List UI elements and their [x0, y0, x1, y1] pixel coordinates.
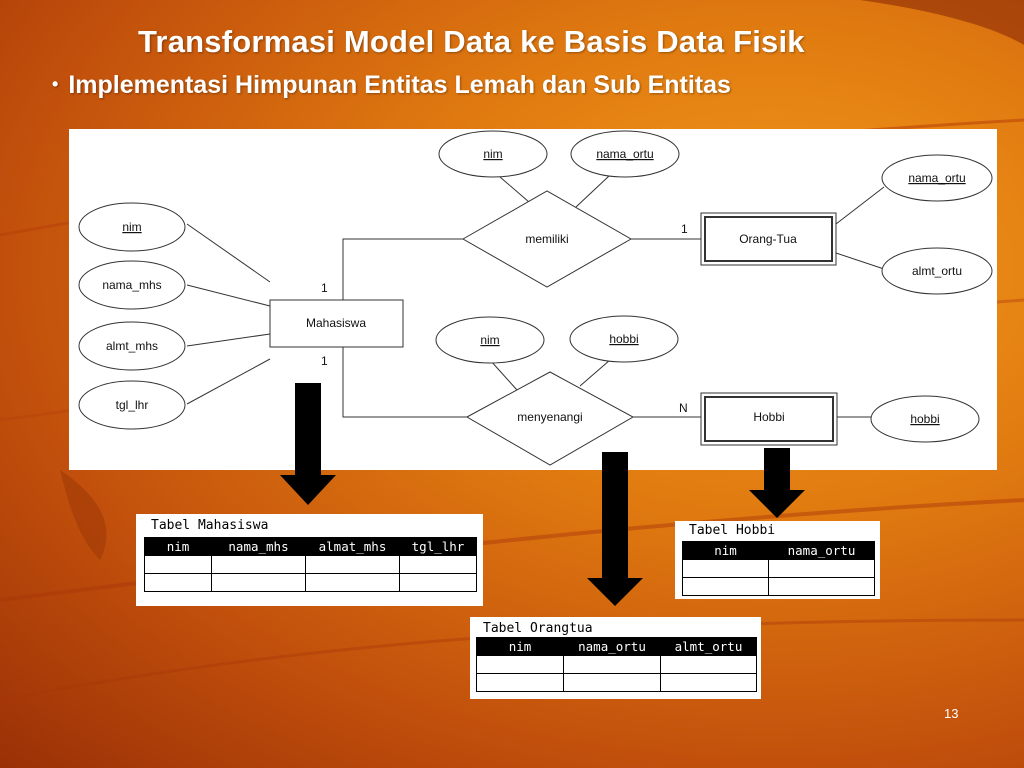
svg-text:Mahasiswa: Mahasiswa [306, 316, 366, 330]
column-header: nim [682, 541, 769, 560]
cardinality-memiliki-orangtua: 1 [681, 222, 688, 236]
entity-mahasiswa: Mahasiswa [269, 299, 404, 348]
attr-nim-mahasiswa: nim [78, 202, 186, 252]
table-orangtua: Tabel Orangtua nim nama_ortu almt_ortu [470, 617, 761, 699]
svg-text:nama_ortu: nama_ortu [908, 171, 965, 185]
cardinality-menyenangi-hobbi: N [679, 401, 688, 415]
svg-text:almt_ortu: almt_ortu [912, 264, 962, 278]
down-arrow-icon [587, 452, 643, 606]
column-header: almat_mhs [305, 537, 400, 556]
attr-hobbi-menyenangi: hobbi [569, 315, 679, 363]
column-header: nama_ortu [563, 637, 661, 656]
svg-text:tgl_lhr: tgl_lhr [116, 398, 149, 412]
svg-text:memiliki: memiliki [525, 232, 568, 246]
table-row [682, 577, 875, 596]
attr-tgl-lhr: tgl_lhr [78, 380, 186, 430]
table-hobbi-title: Tabel Hobbi [689, 523, 776, 538]
table-orangtua-title: Tabel Orangtua [483, 621, 593, 636]
table-row [144, 573, 477, 592]
attr-hobbi-hobbi: hobbi [870, 395, 980, 443]
relationship-menyenangi: menyenangi [465, 371, 635, 466]
bullet-icon: • [52, 74, 59, 94]
down-arrow-icon [280, 383, 336, 505]
attr-nim-menyenangi: nim [435, 316, 545, 364]
table-header-row: nim nama_ortu [682, 541, 875, 560]
column-header: almt_ortu [660, 637, 757, 656]
table-header-row: nim nama_ortu almt_ortu [476, 637, 757, 656]
down-arrow-icon [749, 448, 805, 518]
relationship-memiliki: memiliki [461, 190, 633, 288]
entity-hobbi: Hobbi [700, 392, 838, 446]
attr-nim-memiliki: nim [438, 130, 548, 178]
slide-bullet: • Implementasi Himpunan Entitas Lemah dan… [52, 71, 982, 100]
table-row [476, 655, 757, 674]
column-header: nama_ortu [768, 541, 875, 560]
page-number: 13 [944, 706, 959, 721]
svg-text:hobbi: hobbi [910, 412, 939, 426]
table-mahasiswa-title: Tabel Mahasiswa [151, 518, 269, 533]
svg-text:nama_ortu: nama_ortu [596, 147, 653, 161]
svg-text:Orang-Tua: Orang-Tua [739, 232, 797, 246]
table-row [476, 673, 757, 692]
svg-text:nama_mhs: nama_mhs [102, 278, 161, 292]
table-row [144, 555, 477, 574]
attr-nama-ortu-memiliki: nama_ortu [570, 130, 680, 178]
table-row [682, 559, 875, 578]
cardinality-mahasiswa-menyenangi: 1 [321, 354, 328, 368]
svg-text:nim: nim [483, 147, 502, 161]
er-diagram: nim nama_mhs almt_mhs tgl_lhr Mahasiswa … [69, 129, 997, 470]
table-mahasiswa: Tabel Mahasiswa nim nama_mhs almat_mhs t… [136, 514, 483, 606]
entity-orang-tua: Orang-Tua [700, 212, 837, 266]
slide-title: Transformasi Model Data ke Basis Data Fi… [138, 24, 805, 59]
svg-text:almt_mhs: almt_mhs [106, 339, 158, 353]
bullet-text: Implementasi Himpunan Entitas Lemah dan … [68, 71, 731, 99]
column-header: tgl_lhr [399, 537, 477, 556]
column-header: nim [476, 637, 564, 656]
attr-almt-mhs: almt_mhs [78, 321, 186, 371]
column-header: nim [144, 537, 212, 556]
column-header: nama_mhs [211, 537, 306, 556]
svg-text:nim: nim [480, 333, 499, 347]
table-header-row: nim nama_mhs almat_mhs tgl_lhr [144, 537, 477, 556]
svg-text:nim: nim [122, 220, 141, 234]
svg-text:menyenangi: menyenangi [517, 410, 582, 424]
svg-text:Hobbi: Hobbi [753, 410, 784, 424]
attr-nama-mhs: nama_mhs [78, 260, 186, 310]
cardinality-mahasiswa-memiliki: 1 [321, 281, 328, 295]
svg-text:hobbi: hobbi [609, 332, 638, 346]
attr-nama-ortu-orangtua: nama_ortu [881, 154, 993, 202]
attr-almt-ortu: almt_ortu [881, 247, 993, 295]
table-hobbi: Tabel Hobbi nim nama_ortu [675, 521, 880, 599]
